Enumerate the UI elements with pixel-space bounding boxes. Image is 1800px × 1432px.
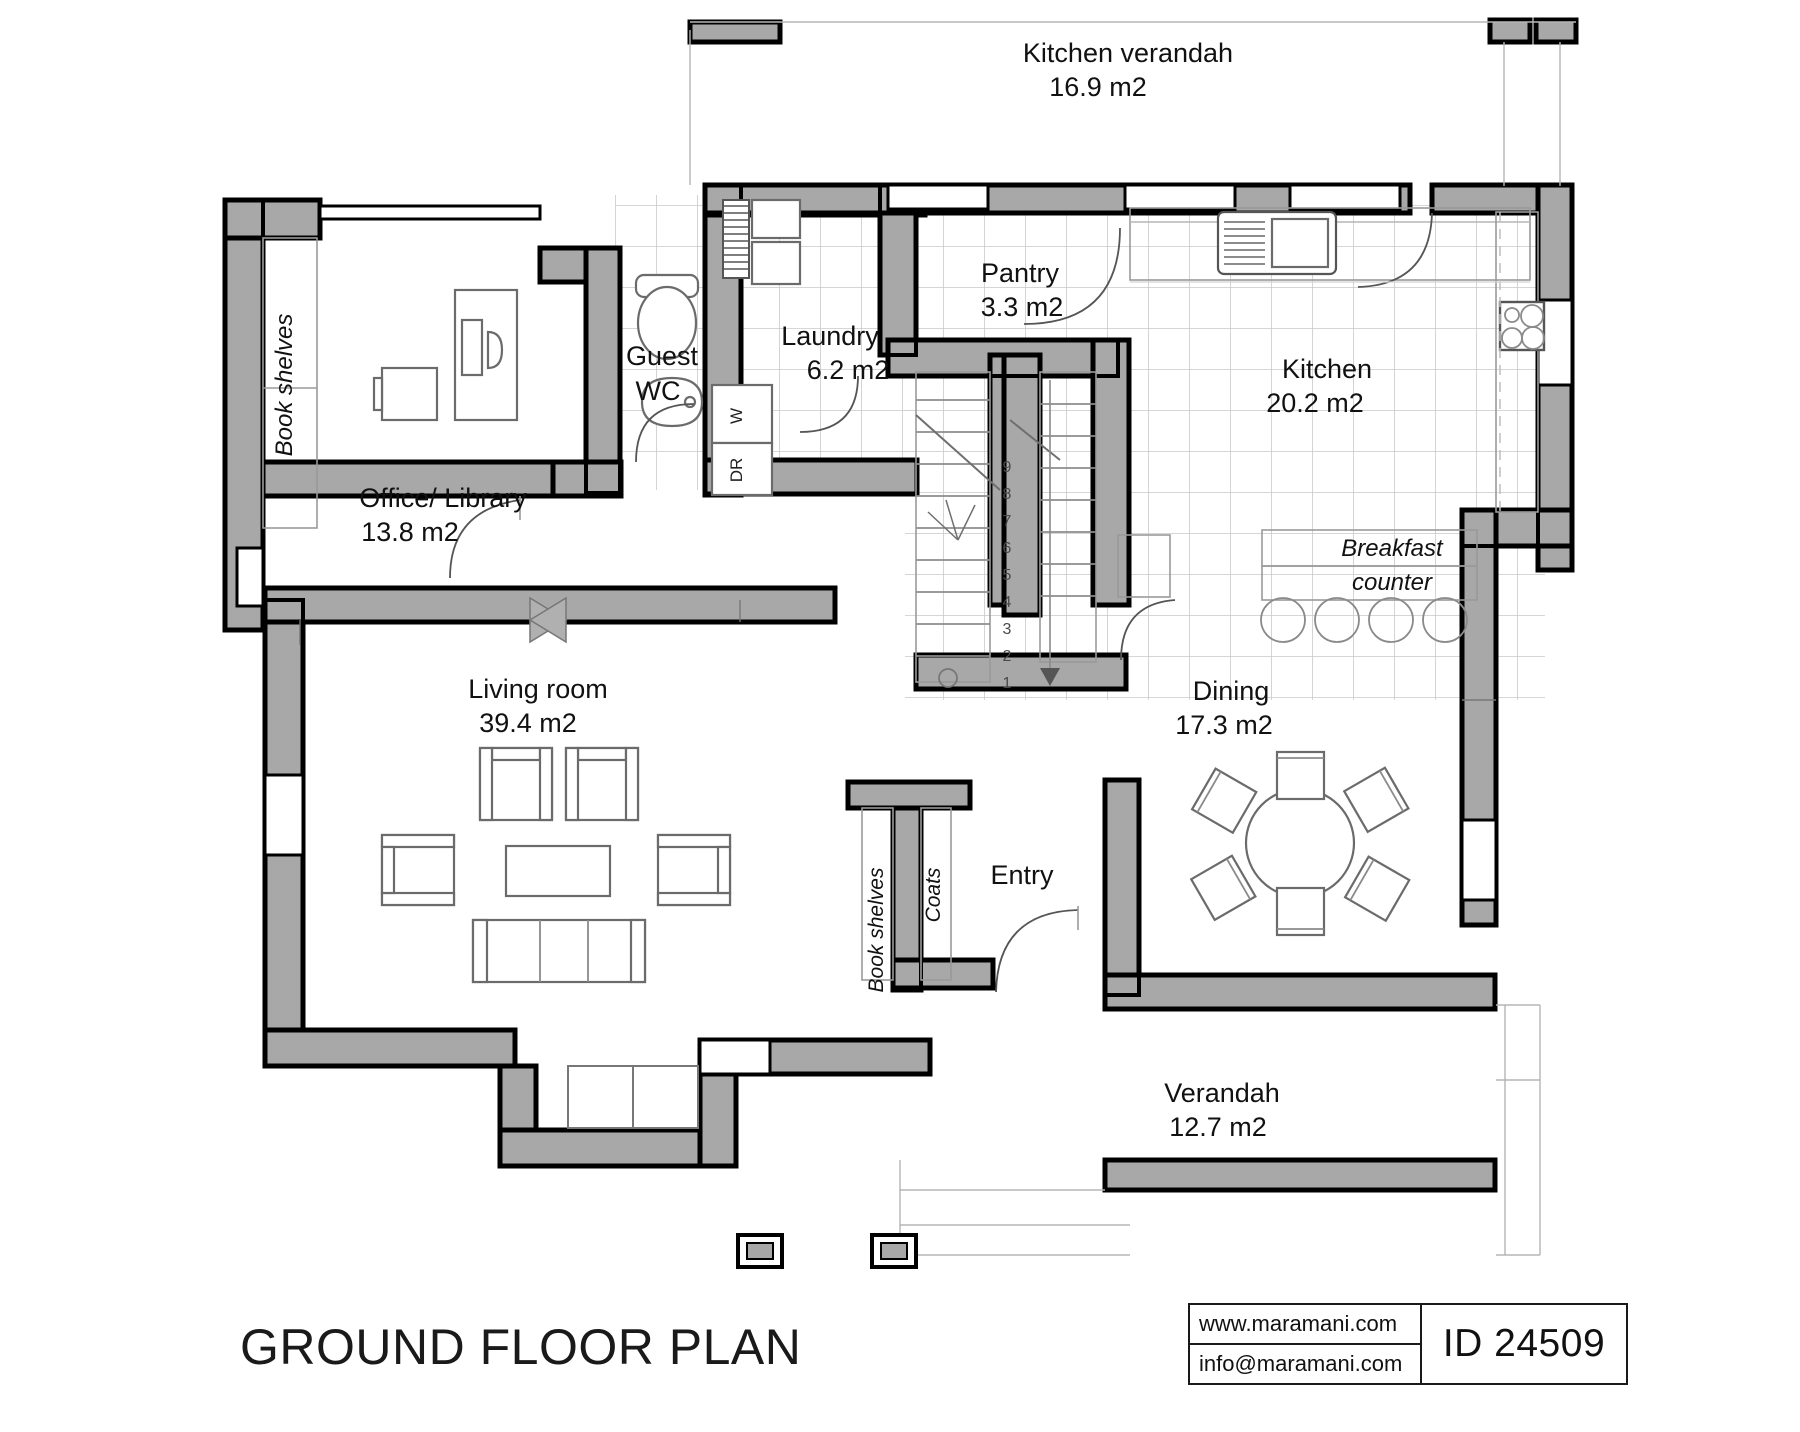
dining-zone: Dining 17.3 m2 [1175,676,1411,937]
room-label-pantry: Pantry [981,258,1060,288]
room-label-laundry: Laundry [781,321,879,351]
laundry-zone: W DR Laundry 6.2 m2 [710,198,890,497]
south-columns [736,1233,918,1269]
wall-detail-ticks [299,600,1496,701]
living-sofa [471,918,647,984]
kitchen-zone: Kitchen 20.2 m2 Breakfast counter [1129,207,1546,643]
plan-id-text: ID 24509 [1442,1322,1606,1365]
living-armchair-top-left [478,746,554,822]
pantry-zone: Pantry 3.3 m2 [981,227,1121,325]
title-block-contact: www.maramani.com info@maramani.com [1190,1305,1422,1383]
room-label-verandah: Verandah [1164,1078,1280,1108]
room-area-pantry: 3.3 m2 [981,292,1064,322]
email-text[interactable]: info@maramani.com [1199,1351,1403,1376]
guest-wc-zone: Guest WC [626,273,704,463]
room-area-dining: 17.3 m2 [1175,710,1273,740]
staircase: 9 8 7 6 5 4 3 2 1 [915,371,1176,692]
stair-riser-6: 6 [1003,540,1012,557]
dryer-label: DR [727,458,746,483]
entry-zone: Book shelves Coats Entry [845,779,1079,993]
stair-riser-3: 3 [1003,621,1012,638]
title-block: www.maramani.com info@maramani.com ID 24… [1188,1303,1628,1385]
stair-riser-5: 5 [1003,567,1012,584]
room-area-laundry: 6.2 m2 [807,355,890,385]
room-area-kitchen: 20.2 m2 [1266,388,1364,418]
windows [235,17,1579,1076]
room-area-office-library: 13.8 m2 [361,517,459,547]
office-book-shelves-label: Book shelves [271,314,298,457]
room-area-kitchen-verandah: 16.9 m2 [1049,72,1147,102]
stair-riser-4: 4 [1003,594,1012,611]
breakfast-counter-line2: counter [1352,569,1433,596]
living-armchair-left [380,833,456,907]
room-area-living-room: 39.4 m2 [479,708,577,738]
kitchen-verandah-zone: Kitchen verandah 16.9 m2 [689,21,1576,186]
room-label-kitchen-verandah: Kitchen verandah [1023,38,1233,68]
stair-riser-8: 8 [1003,486,1012,503]
office-library-zone: Book shelves Office/ Library 13.8 m2 [262,237,568,644]
living-coffee-table [504,844,612,898]
room-label-kitchen: Kitchen [1282,354,1372,384]
dining-chairs [1189,750,1411,937]
room-area-verandah: 12.7 m2 [1169,1112,1267,1142]
guest-wc-label-line1: Guest [626,341,699,371]
entry-label: Entry [990,860,1054,890]
breakfast-counter-line1: Breakfast [1341,535,1444,562]
room-label-dining: Dining [1193,676,1270,706]
living-room-zone: Living room 39.4 m2 [380,674,732,1129]
room-label-living-room: Living room [468,674,608,704]
guest-wc-label-line2: WC [636,376,681,406]
room-label-office-library: Office/ Library [359,483,527,513]
page-title: GROUND FLOOR PLAN [240,1319,802,1375]
stair-riser-9: 9 [1003,459,1012,476]
website-text[interactable]: www.maramani.com [1190,1305,1420,1345]
coats-label: Coats [922,867,945,922]
entry-book-shelves-label: Book shelves [865,867,888,992]
stair-riser-1: 1 [1003,675,1012,692]
verandah-zone: Verandah 12.7 m2 [899,1004,1541,1256]
living-armchair-top-right [564,746,640,822]
living-armchair-right [656,833,732,907]
stair-riser-2: 2 [1003,648,1012,665]
stair-riser-7: 7 [1003,513,1012,530]
washer-label: W [727,408,746,424]
